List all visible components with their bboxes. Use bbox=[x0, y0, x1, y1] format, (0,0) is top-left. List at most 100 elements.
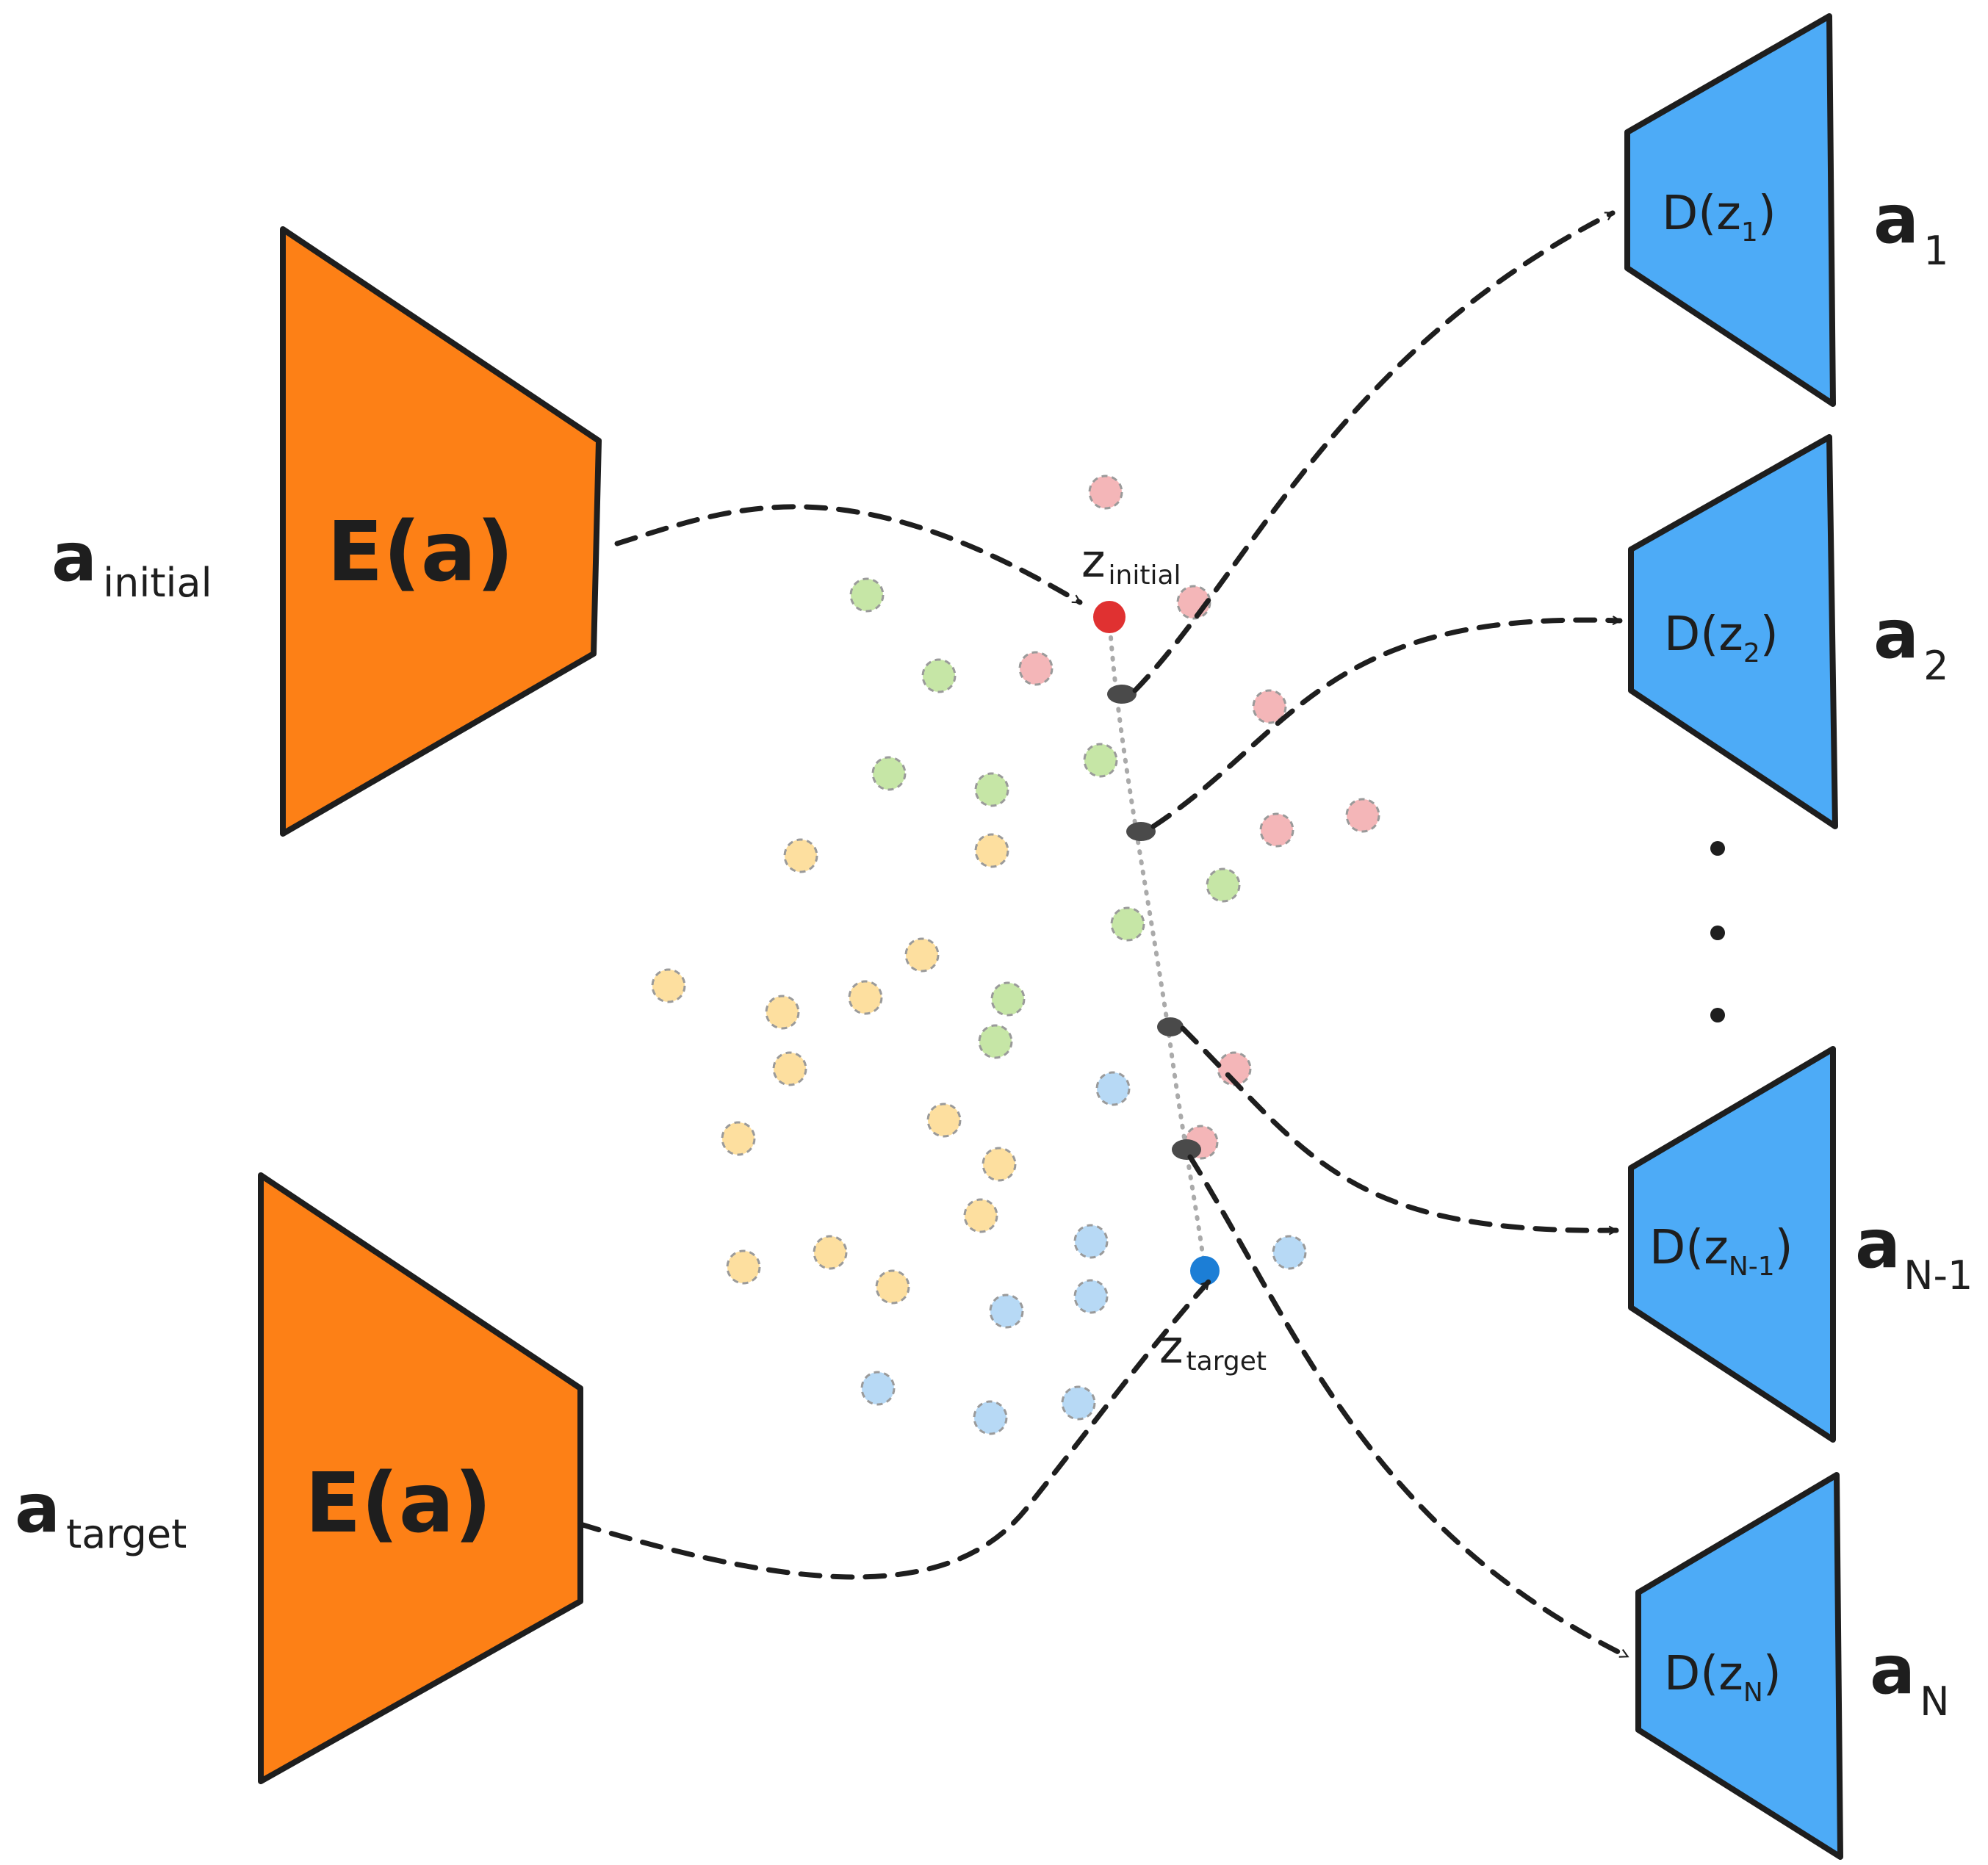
scatter-point-blue bbox=[1073, 1279, 1109, 1314]
decoder-n-label: D(zN) bbox=[1664, 1647, 1782, 1708]
decoder-n-1-shape bbox=[1628, 1046, 1836, 1443]
scatter-point-yellow bbox=[772, 1051, 807, 1086]
scatter-point-green bbox=[978, 1024, 1013, 1059]
decoder-n-1-label: D(zN-1) bbox=[1649, 1221, 1793, 1282]
scatter-point-yellow bbox=[848, 980, 883, 1015]
encoder-target-shape bbox=[258, 1172, 583, 1784]
scatter-point-yellow bbox=[974, 833, 1009, 868]
interpolation-path bbox=[1107, 615, 1207, 1273]
scatter-point-green bbox=[974, 772, 1009, 807]
path-points bbox=[1107, 685, 1201, 1160]
encoder-target: E(a) bbox=[258, 1172, 583, 1784]
output-n-main: a bbox=[1870, 1631, 1915, 1709]
scatter-point-yellow bbox=[651, 968, 686, 1003]
scatter-point-yellow bbox=[963, 1198, 998, 1233]
scatter-point-blue bbox=[989, 1294, 1024, 1329]
output-2-main: a bbox=[1873, 595, 1919, 674]
scatter-point-green bbox=[849, 577, 885, 613]
z-initial-point bbox=[1093, 601, 1126, 633]
scatter-point-blue bbox=[860, 1371, 896, 1406]
latent-scatter bbox=[651, 475, 1380, 1435]
decoder-2-label: D(z2) bbox=[1664, 607, 1779, 668]
scatter-point-blue bbox=[1095, 1071, 1131, 1106]
decoder-n-1-prefix: D(z bbox=[1649, 1221, 1729, 1275]
arrow-to-decoder-n bbox=[1187, 1154, 1630, 1659]
input-initial-main: a bbox=[51, 518, 97, 596]
path-point bbox=[1157, 1017, 1184, 1036]
z-initial-main: z bbox=[1081, 534, 1106, 588]
arrow-to-decoder-2 bbox=[1150, 620, 1623, 829]
decoder-1-shape bbox=[1624, 13, 1836, 407]
z-target-point bbox=[1190, 1256, 1220, 1285]
scatter-point-red bbox=[1018, 651, 1054, 686]
scatter-point-green bbox=[1083, 743, 1118, 778]
encoder-initial-shape bbox=[280, 226, 602, 837]
decoder-2-suffix: ) bbox=[1760, 607, 1779, 662]
scatter-point-blue bbox=[1272, 1235, 1307, 1270]
scatter-point-green bbox=[990, 981, 1026, 1017]
decoder-n-1-sub: N-1 bbox=[1729, 1252, 1775, 1282]
decoder-1-prefix: D(z bbox=[1662, 187, 1741, 241]
decoder-n-shape bbox=[1635, 1472, 1843, 1860]
scatter-point-yellow bbox=[926, 1103, 962, 1138]
scatter-point-yellow bbox=[904, 937, 940, 973]
output-1-main: a bbox=[1873, 180, 1919, 259]
scatter-point-green bbox=[871, 756, 907, 791]
decoder-n-sub: N bbox=[1743, 1678, 1763, 1708]
decoder-1-suffix: ) bbox=[1758, 187, 1776, 241]
scatter-point-blue bbox=[1061, 1385, 1096, 1421]
path-point bbox=[1107, 685, 1137, 704]
path-point bbox=[1126, 822, 1156, 841]
decoder-n-prefix: D(z bbox=[1664, 1647, 1743, 1701]
input-target-main: a bbox=[15, 1469, 60, 1548]
arrow-to-decoder-n-1 bbox=[1180, 1025, 1619, 1230]
output-1-sub: 1 bbox=[1923, 228, 1948, 274]
decoder-1-sub: 1 bbox=[1741, 217, 1758, 248]
decoder-2-shape bbox=[1628, 434, 1838, 829]
z-target-main: z bbox=[1159, 1320, 1184, 1374]
scatter-point-green bbox=[921, 658, 957, 693]
scatter-point-green bbox=[1206, 867, 1241, 903]
scatter-point-yellow bbox=[813, 1235, 848, 1270]
decoder-1-label: D(z1) bbox=[1662, 187, 1776, 248]
output-n-1-sub: N-1 bbox=[1904, 1252, 1973, 1299]
decoder-n: D(zN) bbox=[1635, 1472, 1843, 1860]
z-target-sub: target bbox=[1186, 1346, 1267, 1377]
scatter-point-red bbox=[1252, 689, 1287, 724]
encoder-target-label: E(a) bbox=[305, 1456, 491, 1551]
encoder-initial-label: E(a) bbox=[327, 505, 514, 600]
scatter-point-red bbox=[1259, 812, 1294, 848]
ellipsis-dot bbox=[1710, 926, 1725, 940]
arrow-encoder-initial-to-z bbox=[614, 504, 1083, 605]
encoder-initial: E(a) bbox=[280, 226, 602, 837]
decoder-2: D(z2) bbox=[1628, 434, 1838, 829]
scatter-point-yellow bbox=[783, 838, 818, 873]
decoder-n-1-suffix: ) bbox=[1775, 1221, 1793, 1275]
ellipsis-dot bbox=[1710, 841, 1725, 856]
output-2-sub: 2 bbox=[1923, 643, 1948, 689]
scatter-point-blue bbox=[1073, 1224, 1109, 1259]
scatter-point-red bbox=[1345, 798, 1380, 833]
decoder-1: D(z1) bbox=[1624, 13, 1836, 407]
ellipsis bbox=[1710, 841, 1725, 1022]
arrow-to-decoder-1 bbox=[1132, 210, 1616, 693]
input-target-sub: target bbox=[66, 1511, 187, 1557]
scatter-point-yellow bbox=[982, 1147, 1017, 1182]
decoder-n-1: D(zN-1) bbox=[1628, 1046, 1836, 1443]
scatter-point-yellow bbox=[721, 1121, 756, 1156]
input-initial-sub: initial bbox=[103, 560, 212, 606]
scatter-point-green bbox=[1110, 906, 1145, 942]
scatter-point-red bbox=[1088, 475, 1123, 510]
ellipsis-dot bbox=[1710, 1008, 1725, 1022]
path-point bbox=[1172, 1139, 1201, 1160]
scatter-point-blue bbox=[973, 1400, 1008, 1435]
